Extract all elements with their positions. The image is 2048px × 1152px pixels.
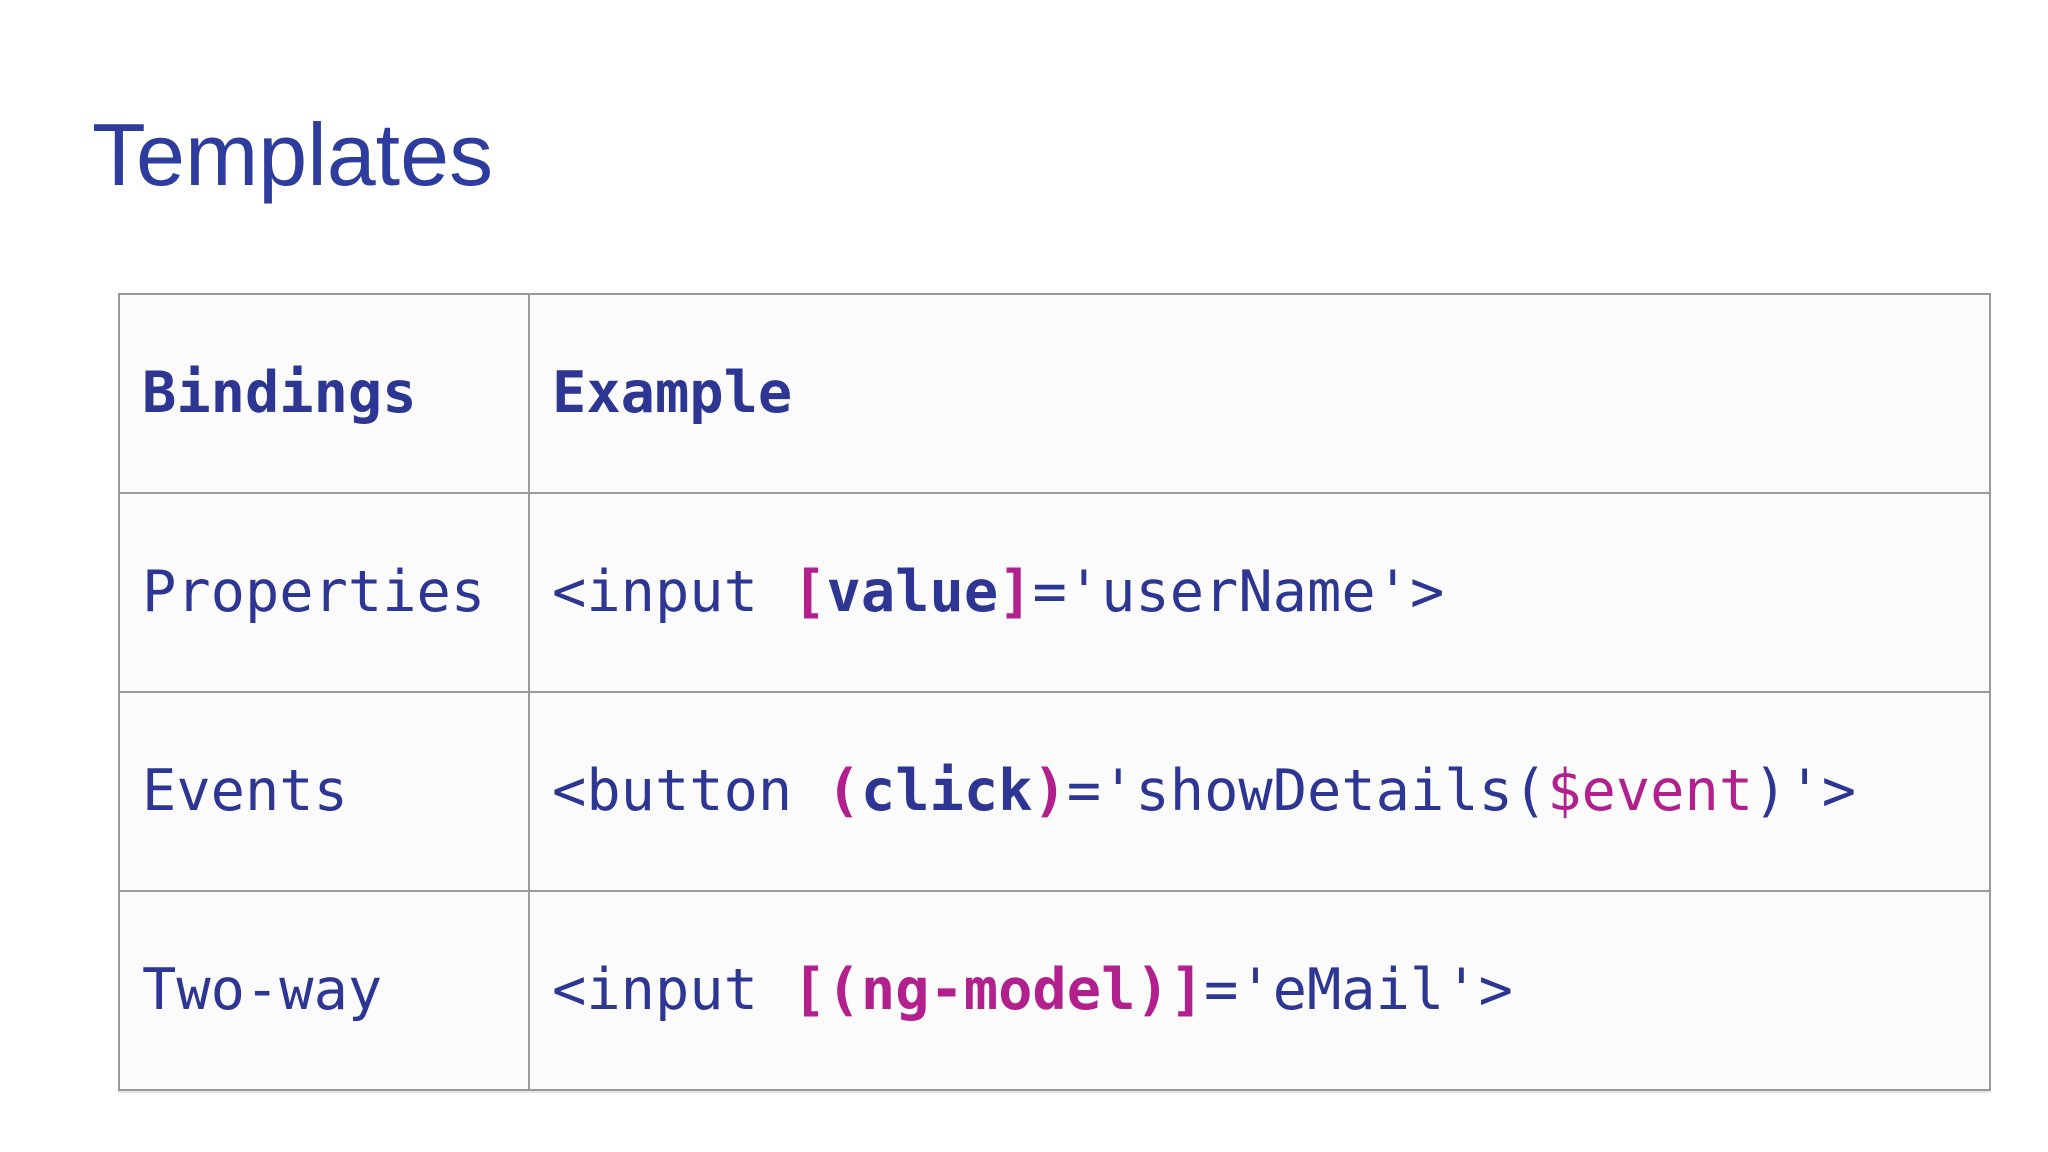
- binding-name-cell: Properties: [118, 492, 530, 693]
- code-token: value: [826, 559, 999, 625]
- code-token: ]: [998, 559, 1033, 625]
- column-header-bindings: Bindings: [118, 293, 530, 494]
- code-token: $event: [1547, 758, 1754, 824]
- page-title: Templates: [92, 105, 494, 204]
- code-token: [: [792, 559, 827, 625]
- code-token: (: [826, 758, 861, 824]
- code-token: )'>: [1753, 758, 1857, 824]
- code-example-cell: <input [(ng-model)]='eMail'>: [528, 890, 1991, 1091]
- binding-name-cell: Two-way: [118, 890, 530, 1091]
- code-token: <input: [552, 559, 793, 625]
- table-header-row: Bindings Example: [118, 293, 1991, 494]
- table-row: Two-way <input [(ng-model)]='eMail'>: [118, 890, 1991, 1091]
- code-token: [(ng-model)]: [792, 957, 1205, 1023]
- code-token: click: [860, 758, 1033, 824]
- bindings-table: Bindings Example Properties <input [valu…: [118, 293, 1991, 1091]
- column-header-example: Example: [528, 293, 1991, 494]
- code-token: ='showDetails(: [1066, 758, 1548, 824]
- table-row: Events <button (click)='showDetails($eve…: [118, 691, 1991, 892]
- code-token: ='userName'>: [1032, 559, 1445, 625]
- code-token: <input: [552, 957, 793, 1023]
- code-example-cell: <button (click)='showDetails($event)'>: [528, 691, 1991, 892]
- table-row: Properties <input [value]='userName'>: [118, 492, 1991, 693]
- code-token: ='eMail'>: [1204, 957, 1513, 1023]
- code-token: <button: [552, 758, 827, 824]
- binding-name-cell: Events: [118, 691, 530, 892]
- code-example-cell: <input [value]='userName'>: [528, 492, 1991, 693]
- code-token: ): [1032, 758, 1067, 824]
